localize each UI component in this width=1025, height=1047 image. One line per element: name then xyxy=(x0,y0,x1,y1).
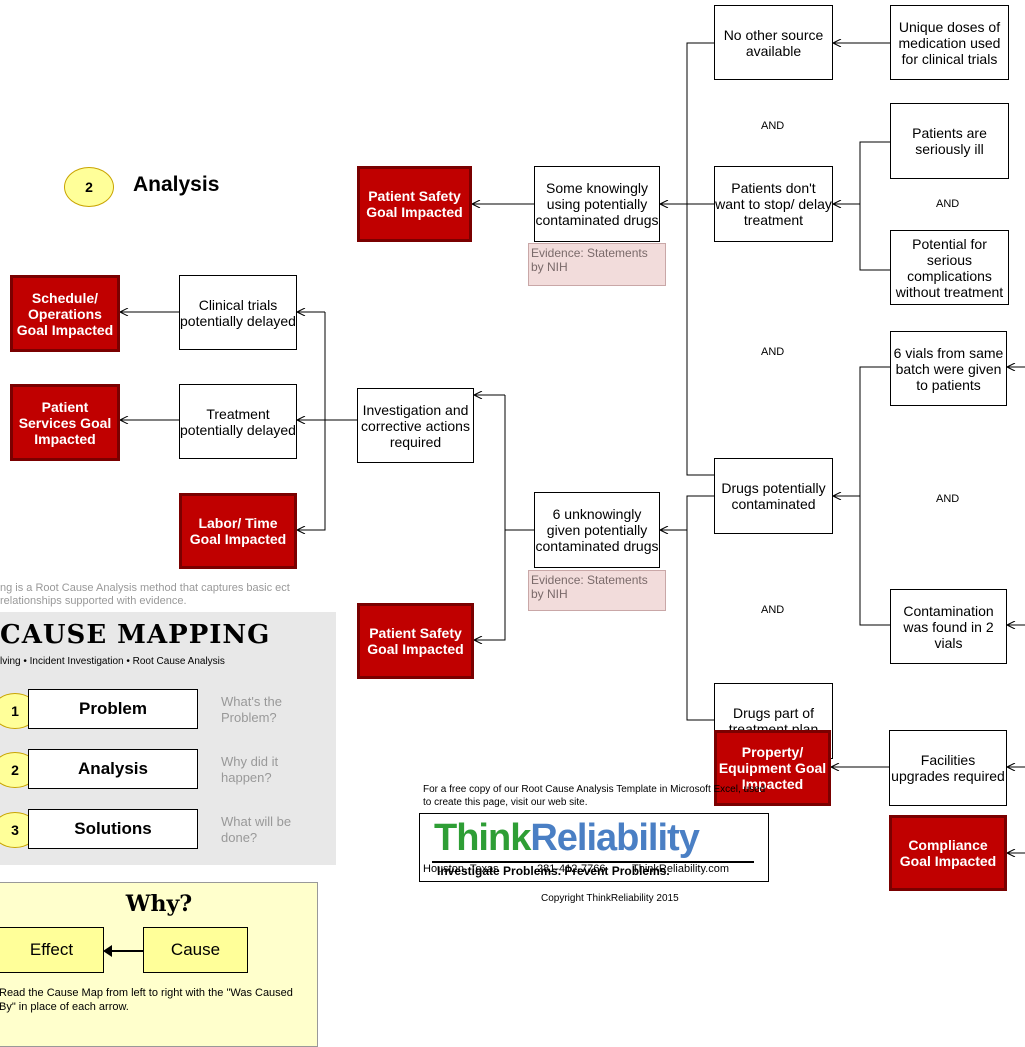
why-arrowhead xyxy=(103,945,112,957)
node-facilities-upgrades: Facilities upgrades required xyxy=(889,730,1007,806)
goal-property: Property/ Equipment Goal Impacted xyxy=(714,730,831,806)
logo-box: ThinkReliability Investigate Problems. P… xyxy=(419,813,769,882)
and-label: AND xyxy=(936,198,960,210)
step-3-box: Solutions xyxy=(28,809,198,849)
goal-labor-time: Labor/ Time Goal Impacted xyxy=(179,493,297,569)
goal-patient-services: Patient Services Goal Impacted xyxy=(10,384,120,461)
step-number-circle: 2 xyxy=(64,167,114,207)
goal-compliance: Compliance Goal Impacted xyxy=(889,815,1007,891)
promo-phone: 281-412-7766 xyxy=(537,863,606,875)
why-note: Read the Cause Map from left to right wi… xyxy=(0,987,293,1013)
goal-patient-safety: Patient Safety Goal Impacted xyxy=(357,603,474,679)
and-label: AND xyxy=(936,493,960,505)
step-1-question: What's the Problem? xyxy=(221,694,283,725)
node-some-knowingly: Some knowingly using potentially contami… xyxy=(534,166,660,242)
node-six-unknowingly: 6 unknowingly given potentially contamin… xyxy=(534,492,660,568)
node-unique-doses: Unique doses of medication used for clin… xyxy=(890,5,1009,80)
why-cause: Cause xyxy=(143,927,248,973)
and-label: AND xyxy=(761,346,785,358)
node-patients-dont-want: Patients don't want to stop/ delay treat… xyxy=(714,166,833,242)
logo-think: Think xyxy=(434,817,531,859)
node-no-other-source: No other source available xyxy=(714,5,833,80)
why-title: Why? xyxy=(125,891,193,917)
legend-intro: ng is a Root Cause Analysis method that … xyxy=(0,582,290,607)
step-3-question: What will be done? xyxy=(221,814,292,845)
node-patients-ill: Patients are seriously ill xyxy=(890,103,1009,179)
logo-reliability: Reliability xyxy=(530,817,699,859)
goal-schedule: Schedule/ Operations Goal Impacted xyxy=(10,275,120,352)
and-label: AND xyxy=(761,604,785,616)
legend-subtitle: lving • Incident Investigation • Root Ca… xyxy=(0,656,225,667)
why-arrow xyxy=(107,950,143,952)
node-investigation: Investigation and corrective actions req… xyxy=(357,388,474,463)
section-title: Analysis xyxy=(133,173,220,196)
why-box: Why? Effect Cause Read the Cause Map fro… xyxy=(0,882,318,1047)
logo: ThinkReliability xyxy=(434,816,700,860)
evidence-note: Evidence: Statements by NIH xyxy=(528,243,666,286)
step-2-question: Why did it happen? xyxy=(221,754,279,785)
node-contamination-found: Contamination was found in 2 vials xyxy=(890,589,1007,664)
node-six-vials: 6 vials from same batch were given to pa… xyxy=(890,331,1007,406)
logo-rule xyxy=(432,861,754,863)
and-label: AND xyxy=(761,120,785,132)
promo-text: For a free copy of our Root Cause Analys… xyxy=(423,784,766,808)
evidence-note: Evidence: Statements by NIH xyxy=(528,570,666,611)
legend-title: CAUSE MAPPING xyxy=(0,620,271,650)
step-1-box: Problem xyxy=(28,689,198,729)
node-clinical-trials-delayed: Clinical trials potentially delayed xyxy=(179,275,297,350)
promo-site: ThinkReliability.com xyxy=(632,863,729,875)
node-potential-complications: Potential for serious complications with… xyxy=(890,230,1009,305)
step-2-box: Analysis xyxy=(28,749,198,789)
logo-tagline: Investigate Problems. Prevent Problems. xyxy=(437,864,670,878)
node-treatment-delayed: Treatment potentially delayed xyxy=(179,384,297,459)
copyright: Copyright ThinkReliability 2015 xyxy=(541,893,679,904)
legend-panel: CAUSE MAPPING lving • Incident Investiga… xyxy=(0,612,336,865)
goal-patient-safety: Patient Safety Goal Impacted xyxy=(357,166,472,242)
promo-city: Houston, Texas xyxy=(423,863,499,875)
node-drugs-contaminated: Drugs potentially contaminated xyxy=(714,458,833,534)
why-effect: Effect xyxy=(0,927,104,973)
